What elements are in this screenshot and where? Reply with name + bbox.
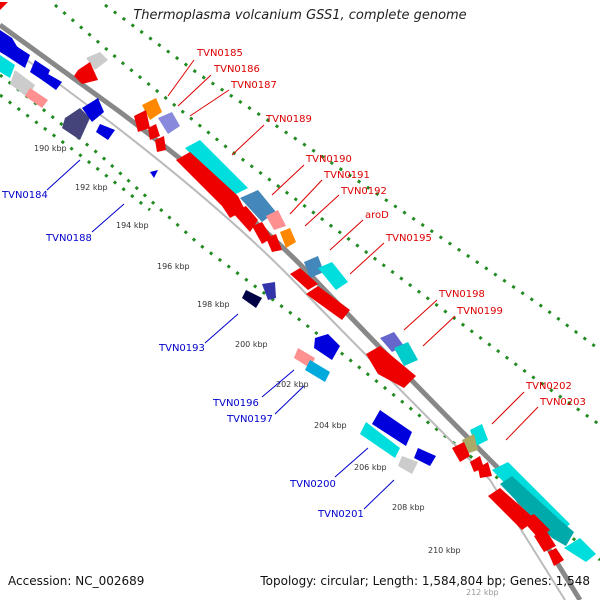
gene-label-arod: aroD: [365, 210, 389, 221]
gene-label-tvn0199: TVN0199: [456, 306, 503, 317]
tick-label: 194 kbp: [116, 221, 149, 230]
gene-label-tvn0187: TVN0187: [230, 80, 277, 91]
gene-label-tvn0189: TVN0189: [265, 114, 312, 125]
gene-label-tvn0184: TVN0184: [1, 190, 48, 201]
reverse-gene-blocks: [0, 30, 436, 474]
start-marker-icon: [0, 2, 8, 10]
map-title: Thermoplasma volcanium GSS1, complete ge…: [133, 8, 467, 23]
gene-label-tvn0186: TVN0186: [213, 64, 260, 75]
guide-line-outer: [54, 3, 600, 427]
forward-gene-blocks: [74, 52, 596, 566]
origin-marker-icon: [150, 170, 158, 178]
guide-line-inner2: [0, 93, 151, 212]
gene-label-tvn0201: TVN0201: [317, 509, 364, 520]
gene-label-tvn0185: TVN0185: [196, 48, 243, 59]
tick-label: 192 kbp: [75, 183, 108, 192]
guide-line-mid: [104, 3, 600, 352]
gene-label-tvn0196: TVN0196: [212, 398, 259, 409]
tick-label: 190 kbp: [34, 144, 67, 153]
guide-line-inner: [0, 73, 600, 562]
tick-label: 196 kbp: [157, 262, 190, 271]
gene-label-tvn0202: TVN0202: [525, 381, 572, 392]
gene-label-tvn0195: TVN0195: [385, 233, 432, 244]
gene-label-tvn0203: TVN0203: [539, 397, 586, 408]
tick-label: 198 kbp: [197, 300, 230, 309]
tick-label: 202 kbp: [276, 380, 309, 389]
tick-label: 212 kbp: [466, 588, 499, 597]
reverse-leader-lines: [46, 159, 395, 510]
gene-label-tvn0198: TVN0198: [438, 289, 485, 300]
tick-label: 204 kbp: [314, 421, 347, 430]
gene-label-tvn0192: TVN0192: [340, 186, 387, 197]
gene-label-tvn0190: TVN0190: [305, 154, 352, 165]
tick-label: 206 kbp: [354, 463, 387, 472]
genome-backbone-inner: [0, 39, 566, 600]
tick-labels: 190 kbp 192 kbp 194 kbp 196 kbp 198 kbp …: [34, 144, 499, 597]
reverse-gene-labels: TVN0184 TVN0188 TVN0193 TVN0196 TVN0197 …: [1, 190, 364, 520]
topology-label: Topology: circular; Length: 1,584,804 bp…: [260, 574, 590, 588]
tick-label: 200 kbp: [235, 340, 268, 349]
forward-leader-lines: [167, 59, 539, 441]
gene-label-tvn0200: TVN0200: [289, 479, 336, 490]
tick-label: 208 kbp: [392, 503, 425, 512]
gene-label-tvn0193: TVN0193: [158, 343, 205, 354]
gene-label-tvn0197: TVN0197: [226, 414, 273, 425]
gene-label-tvn0191: TVN0191: [323, 170, 370, 181]
forward-gene-labels: TVN0185 TVN0186 TVN0187 TVN0189 TVN0190 …: [196, 48, 586, 408]
tick-label: 210 kbp: [428, 546, 461, 555]
accession-label: Accession: NC_002689: [8, 574, 145, 588]
gene-label-tvn0188: TVN0188: [45, 233, 92, 244]
